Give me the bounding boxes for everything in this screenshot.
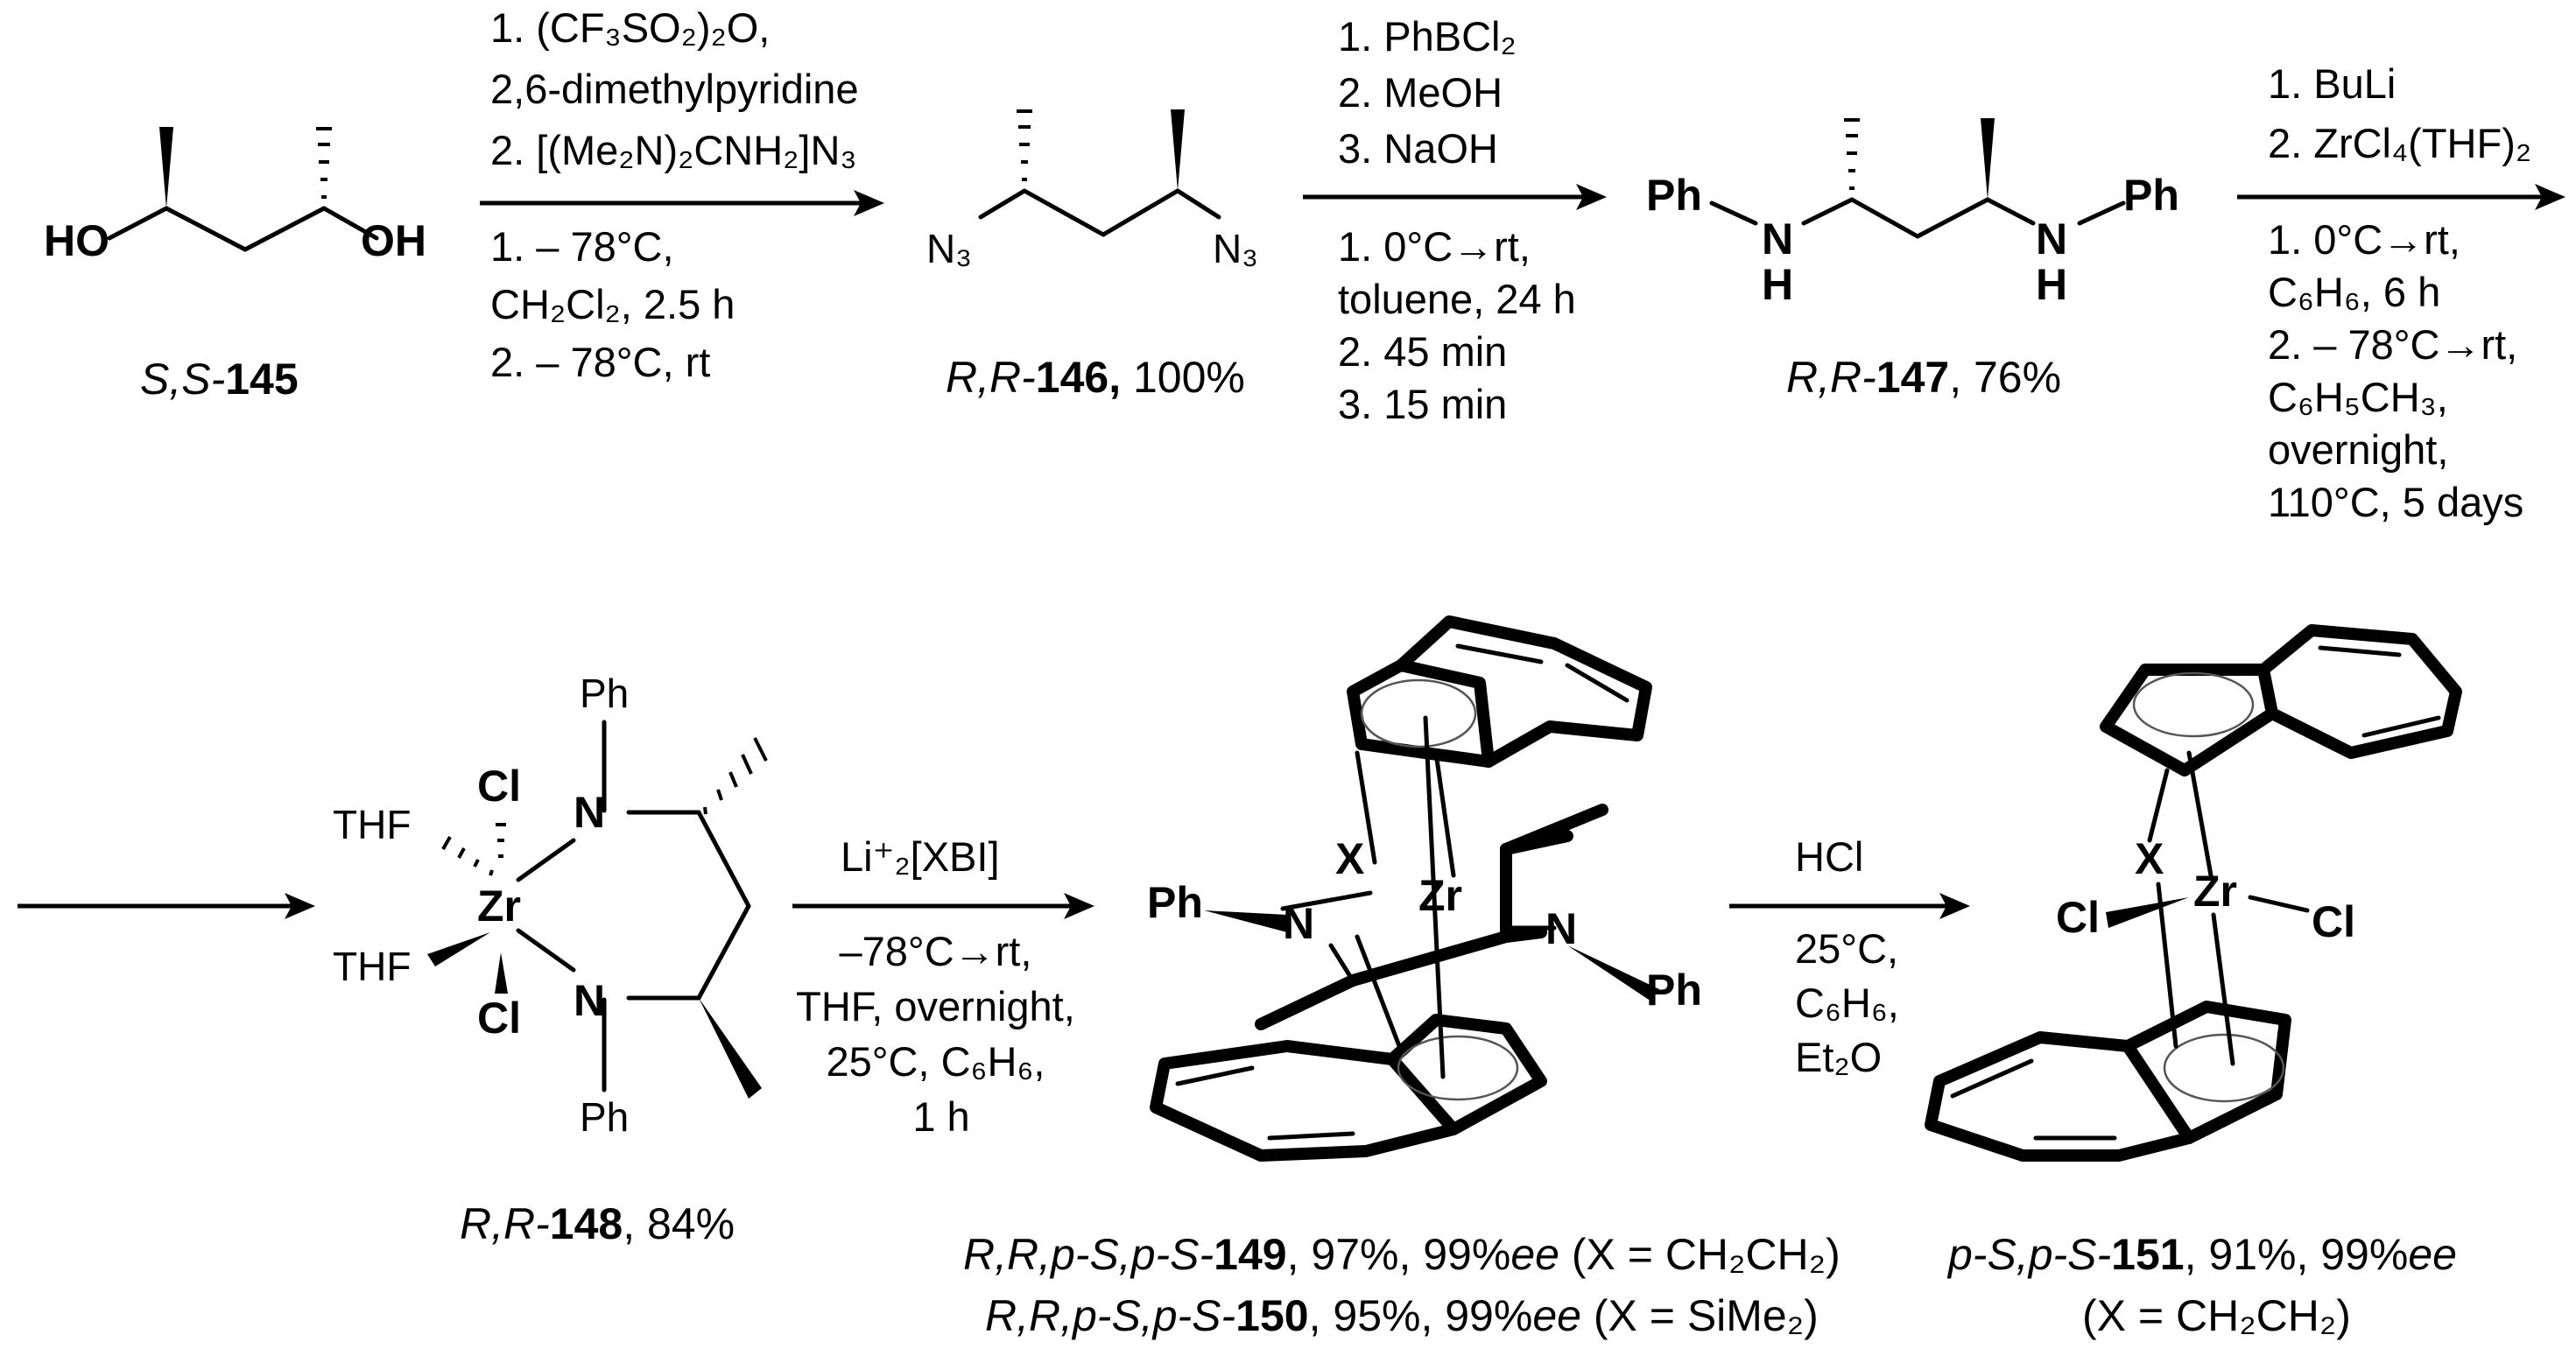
chloride-right: Cl <box>2312 897 2355 946</box>
chloride-left: Cl <box>2056 893 2100 942</box>
zirconium: Zr <box>2193 867 2237 916</box>
hash-bond <box>441 836 494 876</box>
arrow-step-1 <box>480 190 884 216</box>
arrow-step-3 <box>2237 184 2565 210</box>
step4-conditions: –78°C→rt, THF, overnight, 25°C, C₆H₆, 1 … <box>796 928 1087 1140</box>
wedge-bond <box>1171 109 1185 191</box>
wedge-bond <box>2106 897 2189 928</box>
phenyl-bottom: Ph <box>580 1094 629 1140</box>
arrow-continuation <box>18 893 315 919</box>
step2-conditions: 1. 0°C→rt, toluene, 24 h 2. 45 min 3. 15… <box>1338 223 1587 427</box>
phenyl-left: Ph <box>1646 171 1702 220</box>
compound-146-structure: N₃ N₃ <box>926 109 1258 271</box>
wedge-bond <box>495 952 508 994</box>
amide-n-left: N <box>1283 899 1314 948</box>
compound-151-label: p-S,p-S-151, 91%, 99%ee <box>1946 1230 2457 1279</box>
chloride-bottom: Cl <box>477 994 521 1043</box>
step5-reagents: HCl <box>1795 833 1863 880</box>
compound-145-label: S,S-145 <box>140 355 299 404</box>
hash-bond <box>1017 109 1032 181</box>
compound-151-structure: X Zr Cl Cl <box>1925 624 2462 1162</box>
wedge-bond <box>1981 118 1995 200</box>
compound-146-label: R,R-146, 100% <box>946 353 1245 402</box>
azide-right: N₃ <box>1213 226 1258 271</box>
wedge-bond <box>699 998 762 1099</box>
wedge-bond <box>1567 945 1659 1000</box>
step3-reagents: 1. BuLi 2. ZrCl₄(THF)₂ <box>2268 60 2531 166</box>
wedge-bond <box>159 127 173 208</box>
amine-h-right: H <box>2036 260 2067 309</box>
wedge-bond <box>1204 910 1287 932</box>
step1-reagents: 1. (CF₃SO₂)₂O, 2,6-dimethylpyridine 2. [… <box>490 4 870 173</box>
step2-reagents: 1. PhBCl₂ 2. MeOH 3. NaOH <box>1338 13 1528 172</box>
zirconium: Zr <box>1418 871 1462 920</box>
hash-bond <box>496 823 506 858</box>
arrow-step-5 <box>1729 893 1970 919</box>
bridge-x: X <box>2135 834 2164 883</box>
compound-147-structure: Ph N H N H Ph <box>1646 118 2179 309</box>
step1-conditions: 1. – 78°C, CH₂Cl₂, 2.5 h 2. – 78°C, rt <box>490 223 746 385</box>
compound-149-structure: X Zr N N Ph Ph <box>1147 615 1702 1162</box>
compound-147-label: R,R-147, 76% <box>1786 353 2061 402</box>
compound-150-label: R,R,p-S,p-S-150, 95%, 99%ee (X = SiMe₂) <box>985 1291 1819 1340</box>
arrow-step-2 <box>1303 184 1607 210</box>
compound-148-label: R,R-148, 84% <box>460 1199 735 1248</box>
amine-h-left: H <box>1762 260 1793 309</box>
amine-n-left: N <box>1762 214 1793 263</box>
amine-n-right: N <box>2036 214 2067 263</box>
hydroxyl-right: OH <box>361 216 426 265</box>
thf-bottom: THF <box>333 944 411 989</box>
amide-n-bottom: N <box>574 976 605 1025</box>
phenyl-right: Ph <box>1646 966 1702 1015</box>
wedge-bond <box>427 932 490 966</box>
hydroxyl-left: HO <box>44 216 109 265</box>
phenyl-right: Ph <box>2123 171 2179 220</box>
step5-conditions: 25°C, C₆H₆, Et₂O <box>1795 925 1911 1080</box>
zirconium: Zr <box>477 882 521 931</box>
hash-bond <box>316 127 332 199</box>
phenyl-top: Ph <box>580 671 629 716</box>
amide-n-right: N <box>1545 904 1577 953</box>
thf-top: THF <box>333 802 411 847</box>
step4-reagents: Li⁺₂[XBI] <box>841 833 1000 880</box>
compound-145-structure: HO OH <box>44 127 426 265</box>
step3-conditions: 1. 0°C→rt, C₆H₆, 6 h 2. – 78°C→rt, C₆H₅C… <box>2268 216 2529 525</box>
amide-n-top: N <box>574 788 605 837</box>
phenyl-left: Ph <box>1147 878 1203 927</box>
chloride-top: Cl <box>477 762 521 811</box>
azide-left: N₃ <box>926 226 972 271</box>
hash-bond <box>703 737 768 815</box>
hash-bond <box>1844 118 1860 190</box>
arrow-step-4 <box>792 893 1094 919</box>
compound-148-structure: Zr Cl Cl THF THF N N Ph Ph <box>333 671 768 1140</box>
bridge-x: X <box>1335 834 1364 883</box>
compound-151-note: (X = CH₂CH₂) <box>2082 1291 2351 1340</box>
compound-149-label: R,R,p-S,p-S-149, 97%, 99%ee (X = CH₂CH₂) <box>963 1230 1841 1279</box>
